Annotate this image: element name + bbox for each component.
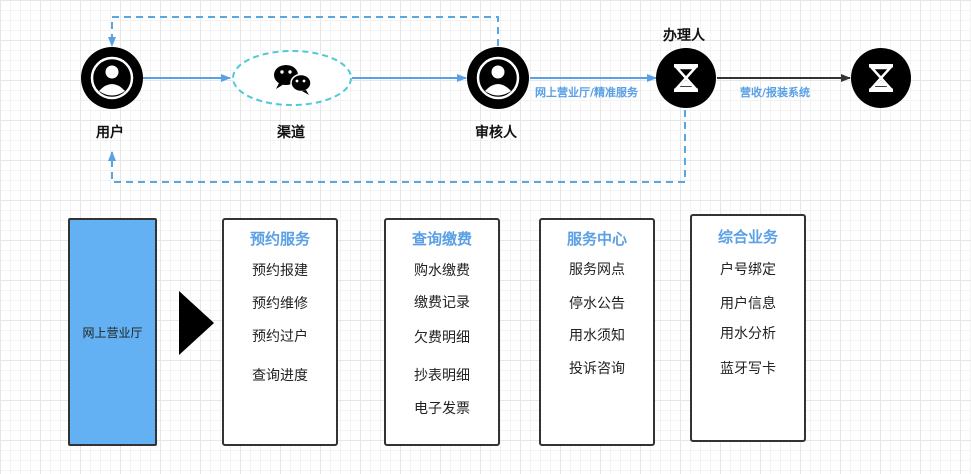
list-item[interactable]: 用户信息 (720, 296, 776, 312)
user-node[interactable] (81, 47, 143, 109)
list-item[interactable]: 电子发票 (414, 401, 470, 417)
system-node[interactable] (851, 48, 911, 108)
list-item[interactable]: 预约维修 (252, 296, 308, 312)
dashed-loop-top (108, 16, 499, 47)
panel-title: 服务中心 (566, 230, 627, 248)
panel-title: 综合业务 (717, 228, 778, 246)
panel-appointment-service[interactable]: 预约服务 预约报建 预约维修 预约过户 查询进度 (222, 218, 338, 446)
list-item[interactable]: 用水分析 (720, 326, 776, 342)
user-icon (476, 56, 520, 100)
edge-label-revenue-system: 营收/报装系统 (740, 86, 811, 99)
list-item[interactable]: 预约过户 (252, 329, 308, 345)
user-label: 用户 (96, 125, 124, 141)
list-item[interactable]: 蓝牙写卡 (720, 361, 776, 377)
hourglass-icon (674, 64, 698, 92)
list-item[interactable]: 户号绑定 (720, 262, 776, 278)
list-item[interactable]: 查询进度 (252, 368, 308, 384)
list-item[interactable]: 服务网点 (569, 262, 625, 278)
panel-title: 预约服务 (249, 230, 310, 248)
panel-service-center[interactable]: 服务中心 服务网点 停水公告 用水须知 投诉咨询 (539, 218, 655, 446)
play-arrow-icon (179, 291, 214, 355)
reviewer-label: 审核人 (475, 125, 517, 141)
user-icon (90, 56, 134, 100)
list-item[interactable]: 抄表明细 (414, 368, 470, 384)
list-item[interactable]: 购水缴费 (414, 263, 470, 279)
online-hall-label: 网上营业厅 (82, 325, 143, 340)
wechat-icon (274, 65, 312, 95)
edge-label-online-hall: 网上营业厅/精准服务 (535, 86, 639, 99)
channel-node[interactable] (232, 50, 352, 106)
online-hall-box[interactable]: 网上营业厅 (68, 218, 157, 446)
hourglass-icon (869, 64, 893, 92)
handler-node[interactable] (656, 48, 716, 108)
list-item[interactable]: 用水须知 (569, 328, 625, 344)
reviewer-node[interactable] (467, 47, 529, 109)
list-item[interactable]: 投诉咨询 (569, 361, 625, 377)
list-item[interactable]: 停水公告 (569, 296, 625, 312)
handler-label: 办理人 (663, 28, 705, 44)
panel-query-payment[interactable]: 查询缴费 购水缴费 缴费记录 欠费明细 抄表明细 电子发票 (384, 218, 500, 446)
list-item[interactable]: 欠费明细 (414, 330, 470, 346)
channel-label: 渠道 (277, 125, 305, 141)
list-item[interactable]: 缴费记录 (414, 295, 470, 311)
dashed-loop-bottom (108, 110, 686, 183)
list-item[interactable]: 预约报建 (252, 263, 308, 279)
panel-general-business[interactable]: 综合业务 户号绑定 用户信息 用水分析 蓝牙写卡 (690, 214, 806, 442)
panel-title: 查询缴费 (411, 230, 472, 248)
